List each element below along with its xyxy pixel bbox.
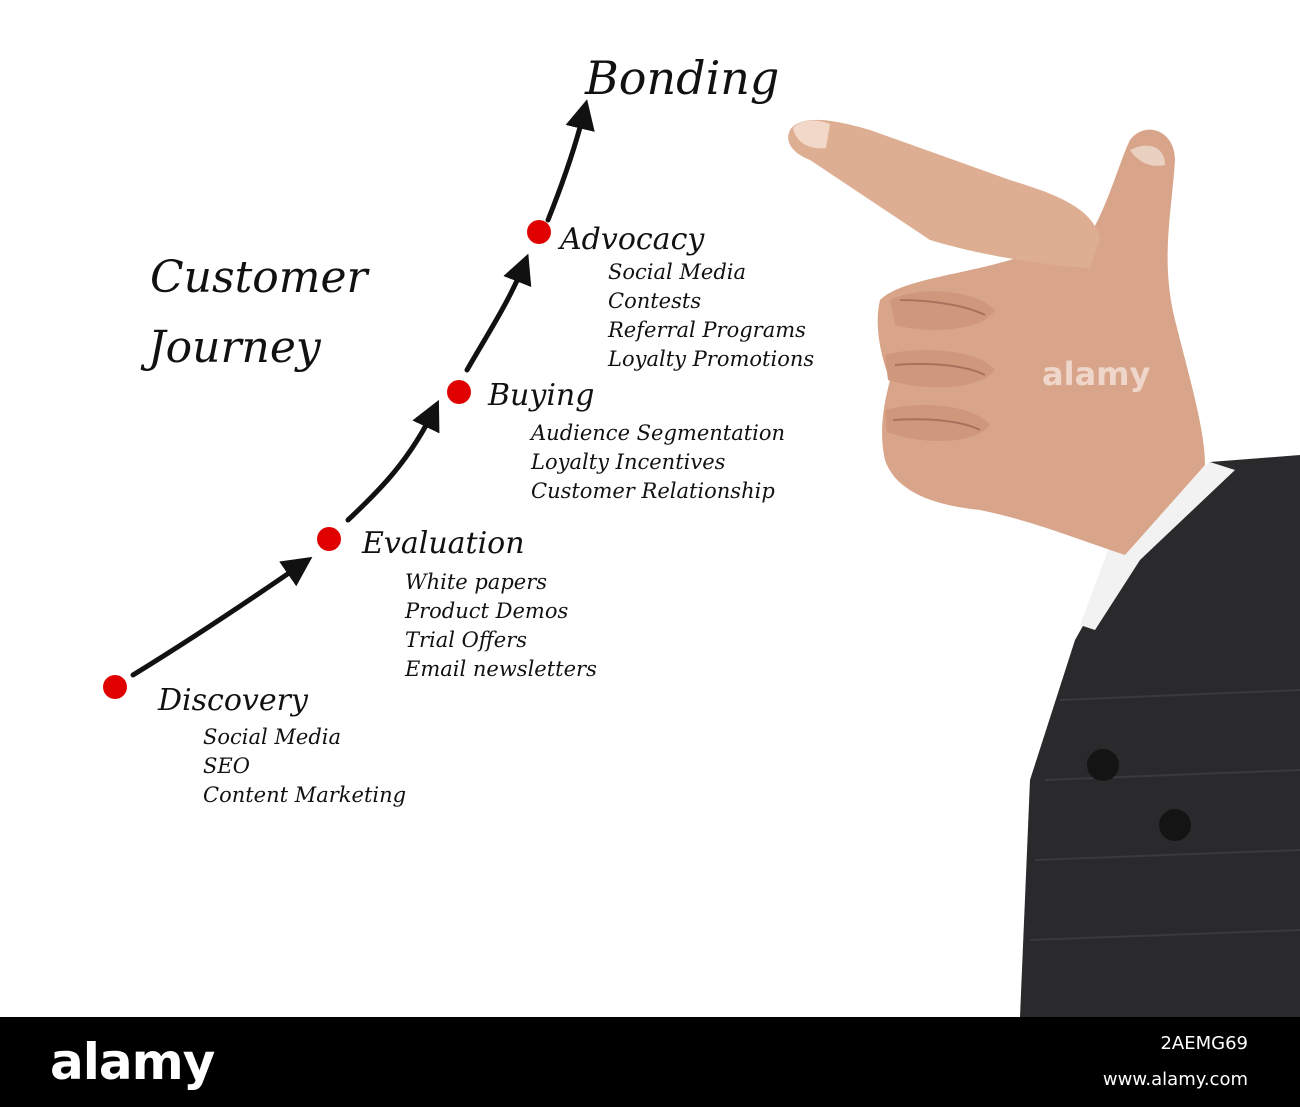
journey-arrows [130,99,595,678]
diagram-canvas: Customer Journey Bonding Discovery Socia… [103,51,1300,1017]
stage-item: Loyalty Promotions [608,347,815,371]
arrow-buying-to-advocacy [464,253,532,373]
stage-heading-buying: Buying [488,378,595,413]
stage-item: Customer Relationship [531,479,775,503]
stock-footer: alamy 2AEMG69 www.alamy.com [0,1017,1300,1107]
arrow-discovery-to-evaluation [130,556,313,678]
arrow-evaluation-to-buying [345,399,440,523]
goal-label: Bonding [585,51,780,105]
arrow-advocacy-to-bonding [545,99,595,223]
stage-heading-advocacy: Advocacy [560,222,705,257]
stage-item: Audience Segmentation [531,421,786,445]
stage-item: Product Demos [405,599,569,623]
watermark: alamy [1042,355,1151,393]
stage-dot-buying [447,380,471,404]
stage-item: Social Media [608,260,747,284]
stage-item: Social Media [203,725,342,749]
stage-item: Loyalty Incentives [531,450,726,474]
alamy-logo: alamy [50,1033,215,1091]
pointing-hand-illustration [788,119,1300,1017]
stage-heading-evaluation: Evaluation [362,526,525,561]
stage-item: Trial Offers [405,628,528,652]
stage-item: SEO [203,754,250,778]
stage-item: Referral Programs [608,318,806,342]
site-url: www.alamy.com [1102,1069,1248,1090]
stage-item: Email newsletters [405,657,597,681]
diagram-title-line-2: Journey [148,322,321,373]
stage-item: White papers [405,570,548,594]
stage-item: Contests [608,289,702,313]
image-id: 2AEMG69 [1160,1033,1248,1054]
diagram-title-line-1: Customer [150,252,368,303]
stage-dot-discovery [103,675,127,699]
stage-item: Content Marketing [203,783,407,807]
stage-heading-discovery: Discovery [158,683,308,718]
stage-dot-advocacy [527,220,551,244]
stage-dot-evaluation [317,527,341,551]
